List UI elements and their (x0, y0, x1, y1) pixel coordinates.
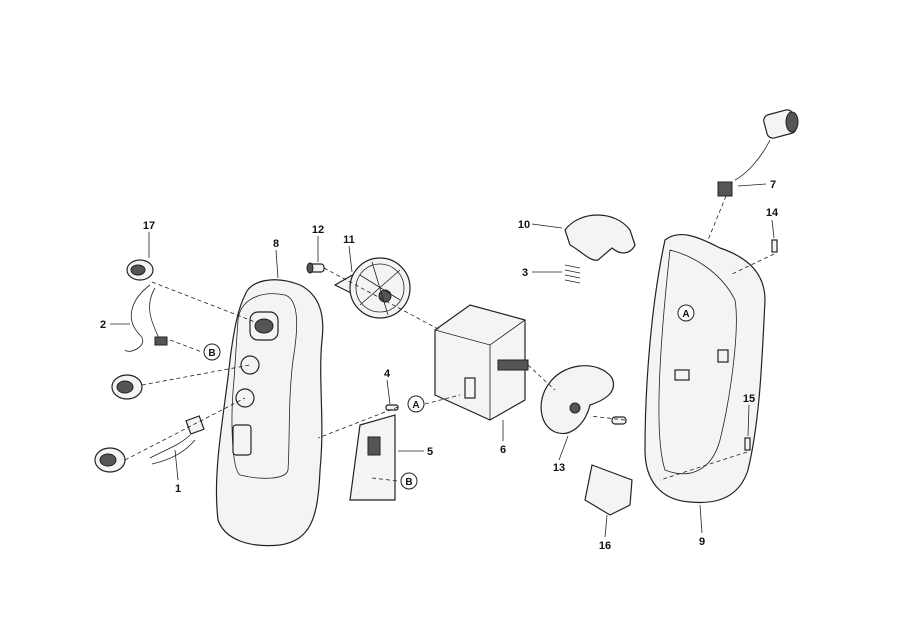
svg-text:A: A (682, 309, 689, 320)
part-8-front-cover (215, 279, 324, 547)
callout-15: 15 (743, 393, 755, 405)
part-7-connector (717, 109, 799, 197)
callout-16: 16 (599, 540, 611, 552)
part-4-screw (385, 404, 399, 411)
svg-text:A: A (412, 400, 419, 411)
part-14-screw (771, 239, 778, 253)
callout-9: 9 (699, 536, 705, 548)
part-1-switch (94, 415, 205, 473)
part-9-rear-cover (644, 234, 766, 504)
part-5-plate (349, 414, 396, 501)
part-13-knob (540, 365, 627, 434)
part-15-screw (744, 437, 751, 451)
reference-a-block: A (407, 395, 425, 413)
callout-3: 3 (522, 267, 528, 279)
callout-17: 17 (143, 220, 155, 232)
part-17-switch (126, 259, 154, 281)
callout-10: 10 (518, 219, 530, 231)
reference-b-plate: B (400, 472, 418, 490)
reference-b-left: B (203, 343, 221, 361)
callout-5: 5 (427, 446, 433, 458)
callout-8: 8 (273, 238, 279, 250)
assembly-lines (124, 195, 775, 482)
svg-text:B: B (208, 348, 215, 359)
part-2-wire-harness (124, 284, 168, 352)
callout-4: 4 (384, 368, 391, 380)
callout-6: 6 (500, 444, 506, 456)
part-16-bracket (584, 464, 633, 516)
callout-2: 2 (100, 319, 106, 331)
reference-a-cover: A (677, 304, 695, 322)
callout-11: 11 (343, 234, 355, 246)
callout-1: 1 (175, 483, 181, 495)
callout-7: 7 (770, 179, 776, 191)
callout-13: 13 (553, 462, 565, 474)
part-3-spring (564, 264, 581, 284)
part-12-pin (306, 262, 325, 274)
part-6-switch-block (434, 304, 529, 421)
part-10-cap (564, 214, 636, 261)
callout-12: 12 (312, 224, 324, 236)
callout-14: 14 (766, 207, 779, 219)
part-switch-middle (111, 374, 143, 400)
part-11-wheel (333, 257, 411, 319)
leader-lines (110, 183, 775, 538)
svg-text:B: B (405, 477, 412, 488)
